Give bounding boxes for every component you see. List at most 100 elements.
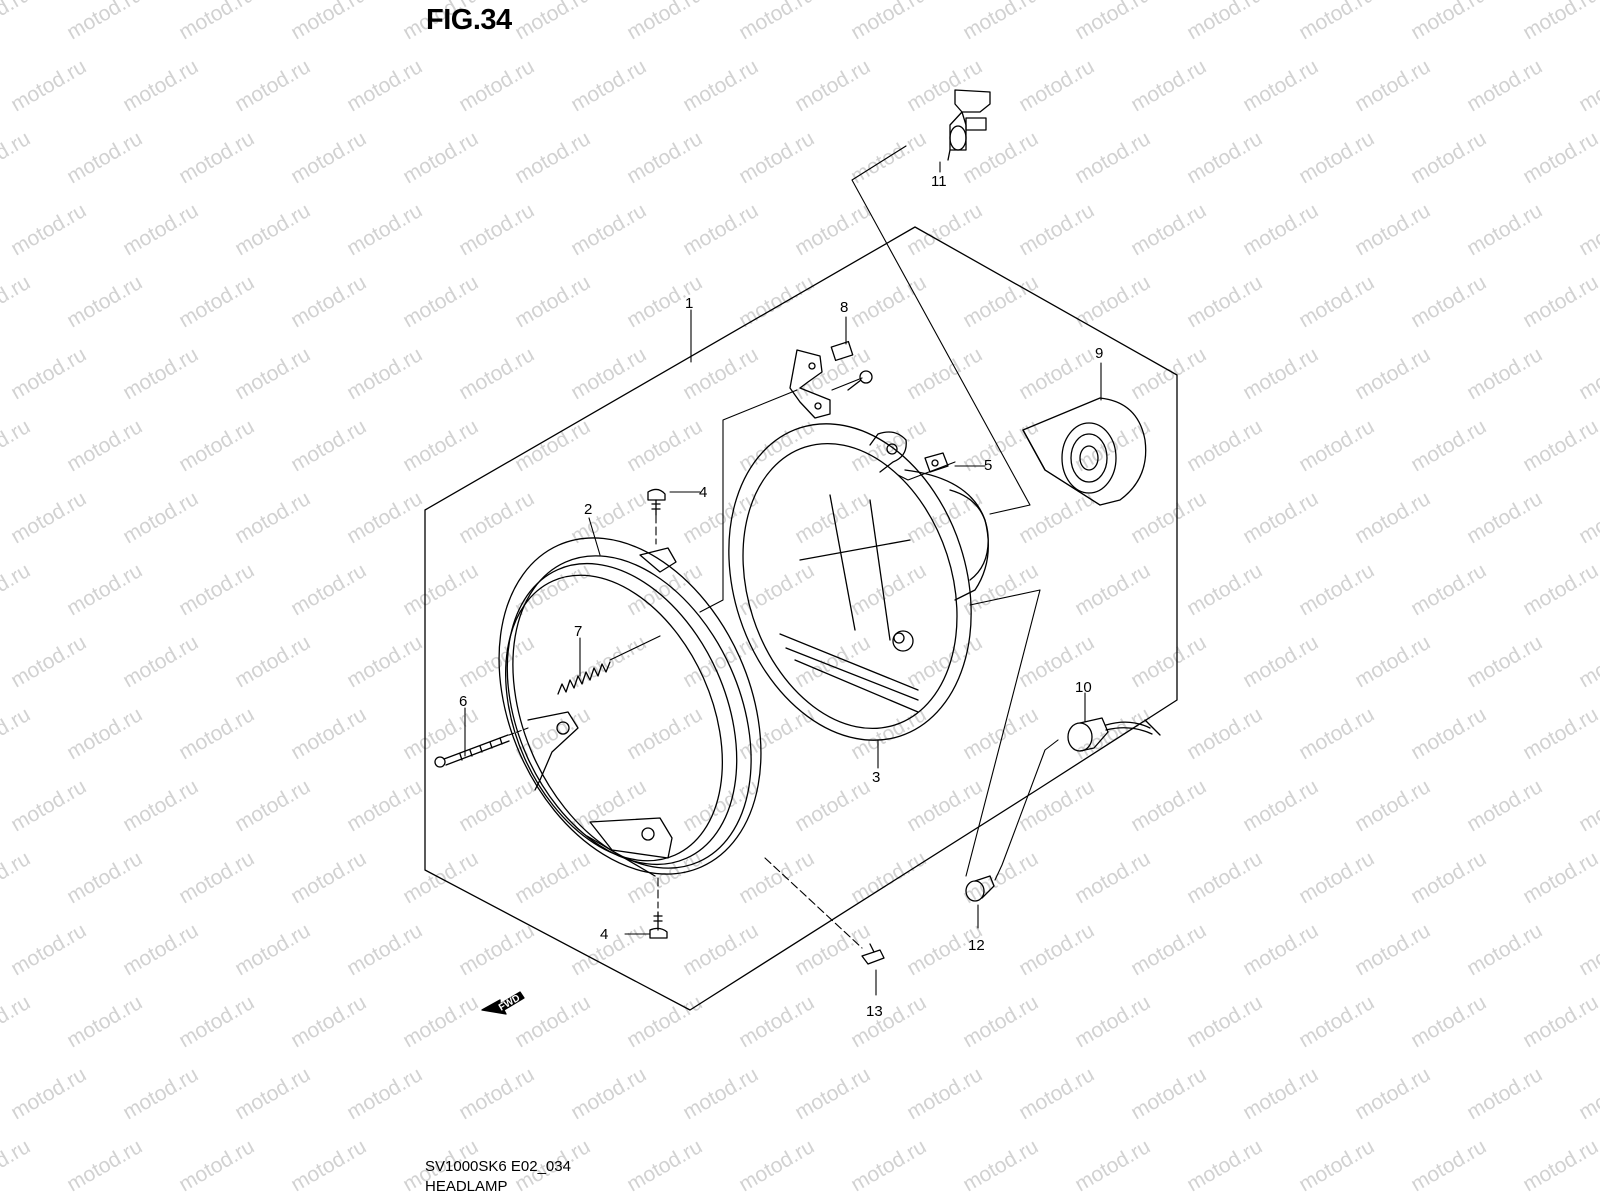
watermark-text: motod.ru (735, 991, 818, 1052)
watermark-text: motod.ru (231, 487, 314, 548)
watermark-text: motod.ru (63, 415, 146, 476)
watermark-text: motod.ru (959, 703, 1042, 764)
watermark-text: motod.ru (847, 127, 930, 188)
watermark-text: motod.ru (847, 559, 930, 620)
watermark-text: motod.ru (119, 1063, 202, 1124)
watermark-text: motod.ru (1519, 271, 1600, 332)
watermark-text: motod.ru (1239, 919, 1322, 980)
watermark-text: motod.ru (63, 847, 146, 908)
watermark-text: motod.ru (1015, 919, 1098, 980)
watermark-text: motod.ru (455, 1063, 538, 1124)
watermark-text: motod.ru (1351, 343, 1434, 404)
headlamp-rim (498, 537, 762, 877)
watermark-text: motod.ru (1127, 487, 1210, 548)
watermark-text: motod.ru (735, 127, 818, 188)
watermark-text: motod.ru (399, 415, 482, 476)
watermark-text: motod.ru (1351, 55, 1434, 116)
callout-10: 10 (1075, 679, 1092, 696)
watermark-text: motod.ru (903, 775, 986, 836)
watermark-text: motod.ru (1127, 631, 1210, 692)
watermark-text: motod.ru (959, 0, 1042, 44)
watermark-text: motod.ru (679, 1063, 762, 1124)
watermark-text: motod.ru (1071, 271, 1154, 332)
watermark-text: motod.ru (1295, 1135, 1378, 1196)
watermark-text: motod.ru (1071, 847, 1154, 908)
watermark-text: motod.ru (847, 1135, 930, 1196)
watermark-text: motod.ru (343, 1063, 426, 1124)
watermark-text: motod.ru (1407, 271, 1490, 332)
watermark-text: motod.ru (119, 487, 202, 548)
assembly-boundary (424, 226, 1178, 1011)
watermark-text: motod.ru (175, 0, 258, 44)
watermark-text: motod.ru (1127, 1063, 1210, 1124)
watermark-text: motod.ru (679, 199, 762, 260)
watermark-text: motod.ru (903, 487, 986, 548)
watermark-text: motod.ru (1071, 1135, 1154, 1196)
watermark-text: motod.ru (1295, 271, 1378, 332)
watermark-text: motod.ru (567, 55, 650, 116)
watermark-text: motod.ru (231, 343, 314, 404)
position-bulb (965, 875, 995, 902)
watermark-text: motod.ru (231, 199, 314, 260)
watermark-text: motod.ru (1463, 1063, 1546, 1124)
fwd-label: FWD (497, 993, 522, 1014)
watermark-text: motod.ru (63, 703, 146, 764)
watermark-text: motod.ru (343, 343, 426, 404)
watermark-text: motod.ru (1519, 1135, 1600, 1196)
callout-4-bottom: 4 (600, 926, 608, 943)
watermark-text: motod.ru (287, 991, 370, 1052)
callout-4-top: 4 (699, 484, 707, 501)
watermark-text: motod.ru (791, 199, 874, 260)
watermark-text: motod.ru (1351, 919, 1434, 980)
watermark-text: motod.ru (735, 703, 818, 764)
watermark-text: motod.ru (1015, 343, 1098, 404)
watermark-text: motod.ru (959, 127, 1042, 188)
watermark-text: motod.ru (1127, 199, 1210, 260)
watermark-text: motod.ru (735, 415, 818, 476)
mounting-bracket (789, 340, 854, 419)
watermark-text: motod.ru (1295, 0, 1378, 44)
screw-top (647, 488, 666, 516)
watermark-text: motod.ru (287, 847, 370, 908)
watermark-text: motod.ru (63, 1135, 146, 1196)
watermark-text: motod.ru (455, 343, 538, 404)
watermark-text: motod.ru (1351, 199, 1434, 260)
watermark-text: motod.ru (1575, 199, 1600, 260)
watermark-text: motod.ru (399, 127, 482, 188)
watermark-text: motod.ru (735, 559, 818, 620)
watermark-text: motod.ru (0, 271, 34, 332)
figure-name: HEADLAMP (425, 1178, 508, 1195)
callout-8: 8 (840, 299, 848, 316)
watermark-text: motod.ru (1127, 55, 1210, 116)
watermark-text: motod.ru (1519, 703, 1600, 764)
watermark-text: motod.ru (1519, 415, 1600, 476)
watermark-text: motod.ru (1183, 271, 1266, 332)
watermark-text: motod.ru (1575, 55, 1600, 116)
watermark-text: motod.ru (1183, 559, 1266, 620)
watermark-text: motod.ru (567, 775, 650, 836)
watermark-text: motod.ru (343, 919, 426, 980)
screw-bottom (649, 911, 668, 939)
watermark-text: motod.ru (0, 559, 34, 620)
leader-lines (464, 145, 1102, 996)
watermark-text: motod.ru (903, 55, 986, 116)
watermark-text: motod.ru (1407, 559, 1490, 620)
watermark-text: motod.ru (0, 415, 34, 476)
watermark-text: motod.ru (1295, 847, 1378, 908)
watermark-text: motod.ru (1463, 631, 1546, 692)
watermark-text: motod.ru (7, 919, 90, 980)
watermark-text: motod.ru (7, 631, 90, 692)
watermark-text: motod.ru (0, 847, 34, 908)
watermark-text: motod.ru (959, 991, 1042, 1052)
watermark-text: motod.ru (847, 0, 930, 44)
watermark-text: motod.ru (791, 775, 874, 836)
watermark-text: motod.ru (1519, 127, 1600, 188)
watermark-text: motod.ru (1183, 0, 1266, 44)
watermark-text: motod.ru (287, 415, 370, 476)
watermark-text: motod.ru (119, 631, 202, 692)
watermark-text: motod.ru (399, 703, 482, 764)
watermark-text: motod.ru (1183, 127, 1266, 188)
watermark-text: motod.ru (847, 847, 930, 908)
callout-6: 6 (459, 693, 467, 710)
callout-12: 12 (968, 937, 985, 954)
